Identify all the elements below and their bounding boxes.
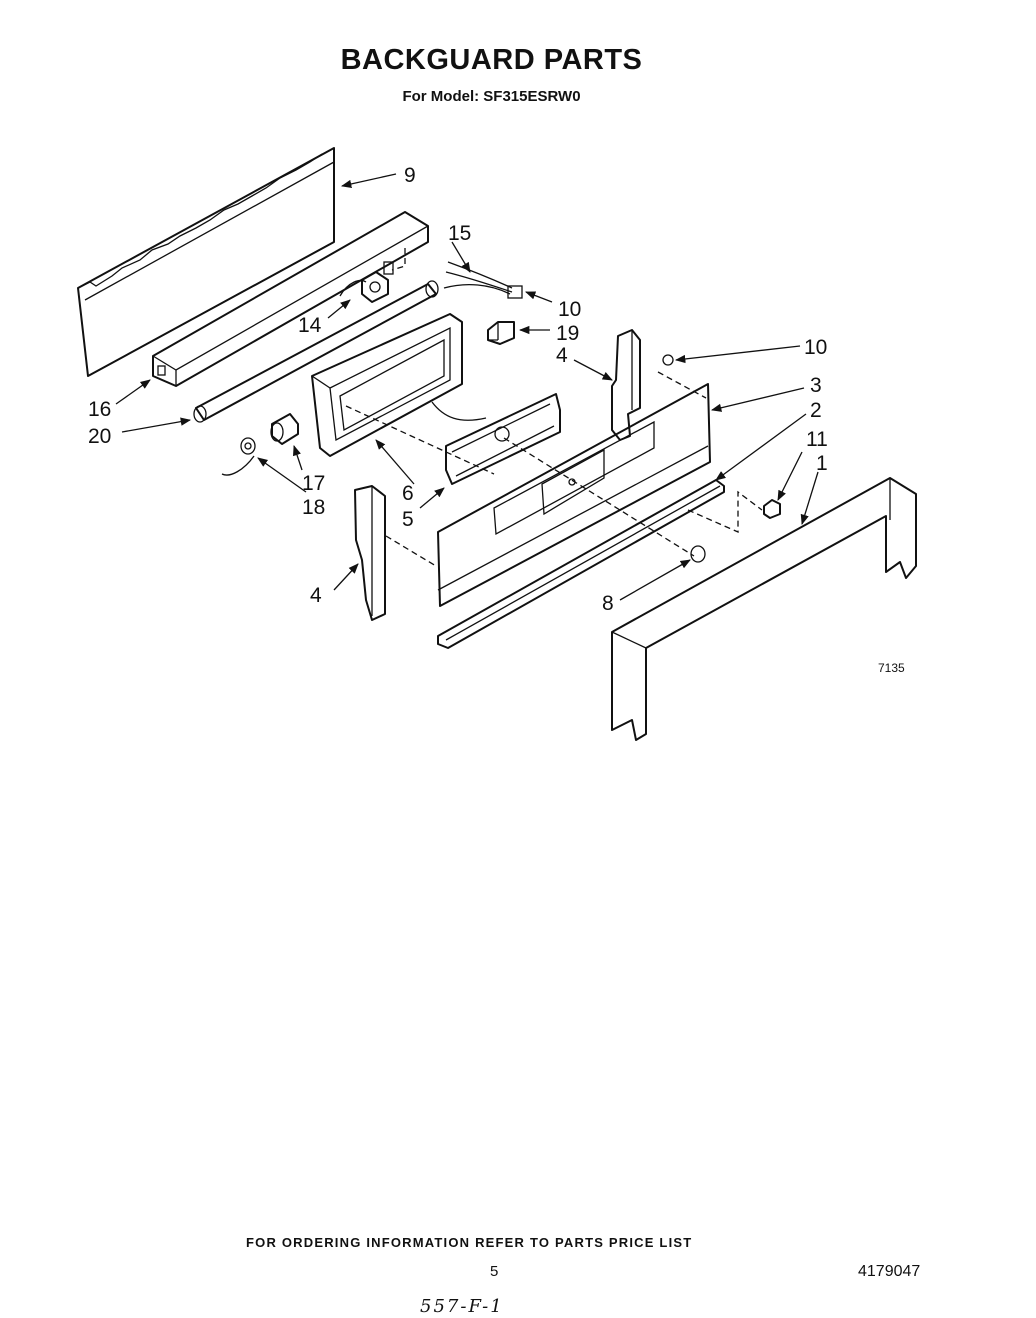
callout-1: 1 [816,452,828,475]
callout-labels: 9 15 10 19 14 4 10 3 2 11 1 16 20 6 5 17… [88,164,905,675]
ordering-note: FOR ORDERING INFORMATION REFER TO PARTS … [246,1235,693,1250]
part-5-clock [431,393,561,485]
part-7-top-panel [77,147,335,377]
callout-9: 10 [558,298,581,321]
page-title: BACKGUARD PARTS [340,44,643,76]
assembly-dashed-lines [345,371,763,567]
part-18-socket [221,437,256,476]
callout-5: 5 [402,508,414,531]
callout-14: 14 [298,314,322,337]
part-3-control-panel [437,383,711,607]
part-11-switch [763,499,781,519]
part-20-tube [193,280,439,423]
callout-19: 19 [556,322,579,345]
part-14-lamp-holder [339,271,389,303]
diagram-code: 7135 [878,661,905,675]
part-15-clip [383,248,406,275]
part-4-left-bracket [354,485,386,621]
callout-11: 11 [806,428,828,451]
callout-8: 8 [602,592,614,615]
part-17-starter [270,413,299,445]
callout-3: 3 [810,374,822,397]
callout-15: 15 [448,222,471,245]
callout-10: 10 [804,336,827,359]
callout-20: 20 [88,425,111,448]
handwritten-note: 557-F-1 [420,1296,504,1317]
callout-4-lower: 4 [310,584,322,607]
callout-4-upper: 4 [556,344,568,367]
part-4-right-bracket [611,329,641,441]
part-16-bracket [152,211,429,387]
part-6-window-frame [311,313,463,457]
part-1-end-cap [611,477,917,741]
part-9-wire-harness [443,261,523,299]
part-8-indicator [690,545,706,563]
model-subtitle: For Model: SF315ESRW0 [402,88,581,105]
part-2-trim [437,479,725,649]
page-number: 5 [490,1263,499,1280]
callout-6: 6 [402,482,414,505]
callout-2: 2 [810,399,822,422]
callout-17: 17 [302,472,325,495]
part-10-knob [662,354,674,366]
part-19-ballast [487,321,515,345]
document-number: 4179047 [858,1263,921,1280]
callout-18: 18 [302,496,325,519]
leader-lines [115,173,819,601]
callout-16: 16 [88,398,111,421]
callout-7: 9 [404,164,416,187]
